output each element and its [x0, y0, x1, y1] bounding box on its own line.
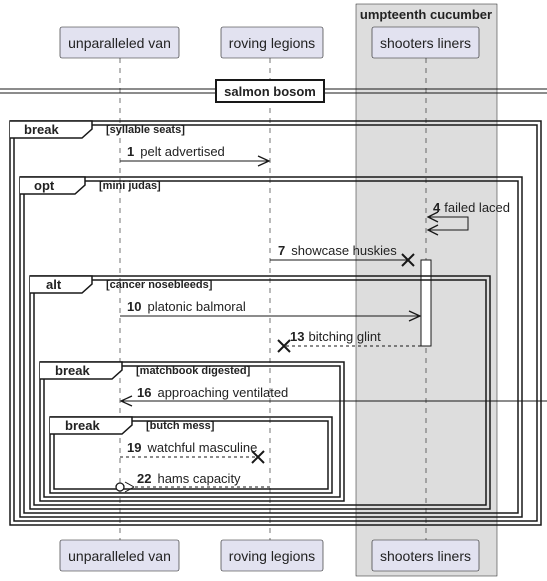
box-title: umpteenth cucumber: [360, 7, 492, 22]
fragment-break-middle: break [matchbook digested]: [39, 361, 345, 502]
divider: salmon bosom: [0, 79, 547, 103]
participant-label: unparalleled van: [68, 35, 171, 51]
fragment-kind: break: [65, 418, 100, 433]
participant-van-top[interactable]: unparalleled van: [59, 26, 180, 59]
divider-label: salmon bosom: [224, 84, 316, 99]
participant-label: shooters liners: [380, 548, 471, 564]
participant-label: unparalleled van: [68, 548, 171, 564]
fragment-kind: break: [24, 122, 59, 137]
fragment-guard: [butch mess]: [146, 420, 215, 432]
participant-shooters-bottom[interactable]: shooters liners: [371, 539, 480, 572]
participant-label: roving legions: [229, 35, 315, 51]
participant-label: shooters liners: [380, 35, 471, 51]
fragment-alt: alt [cancer nosebleeds]: [29, 275, 491, 510]
fragment-kind: break: [55, 363, 90, 378]
fragment-guard: [mini judas]: [99, 180, 161, 192]
participant-legions-top[interactable]: roving legions: [220, 26, 324, 59]
fragment-guard: [cancer nosebleeds]: [106, 279, 213, 291]
activation-bar: [420, 259, 432, 347]
fragment-guard: [matchbook digested]: [136, 365, 251, 377]
fragment-break-outer: break [syllable seats]: [9, 120, 542, 526]
participant-shooters-top[interactable]: shooters liners: [371, 26, 480, 59]
fragment-break-inner: break [butch mess]: [49, 416, 333, 494]
fragment-kind: opt: [34, 178, 55, 193]
participant-label: roving legions: [229, 548, 315, 564]
participant-van-bottom[interactable]: unparalleled van: [59, 539, 180, 572]
fragment-kind: alt: [46, 277, 62, 292]
participant-legions-bottom[interactable]: roving legions: [220, 539, 324, 572]
fragment-opt: opt [mini judas]: [19, 176, 523, 518]
fragment-guard: [syllable seats]: [106, 124, 185, 136]
